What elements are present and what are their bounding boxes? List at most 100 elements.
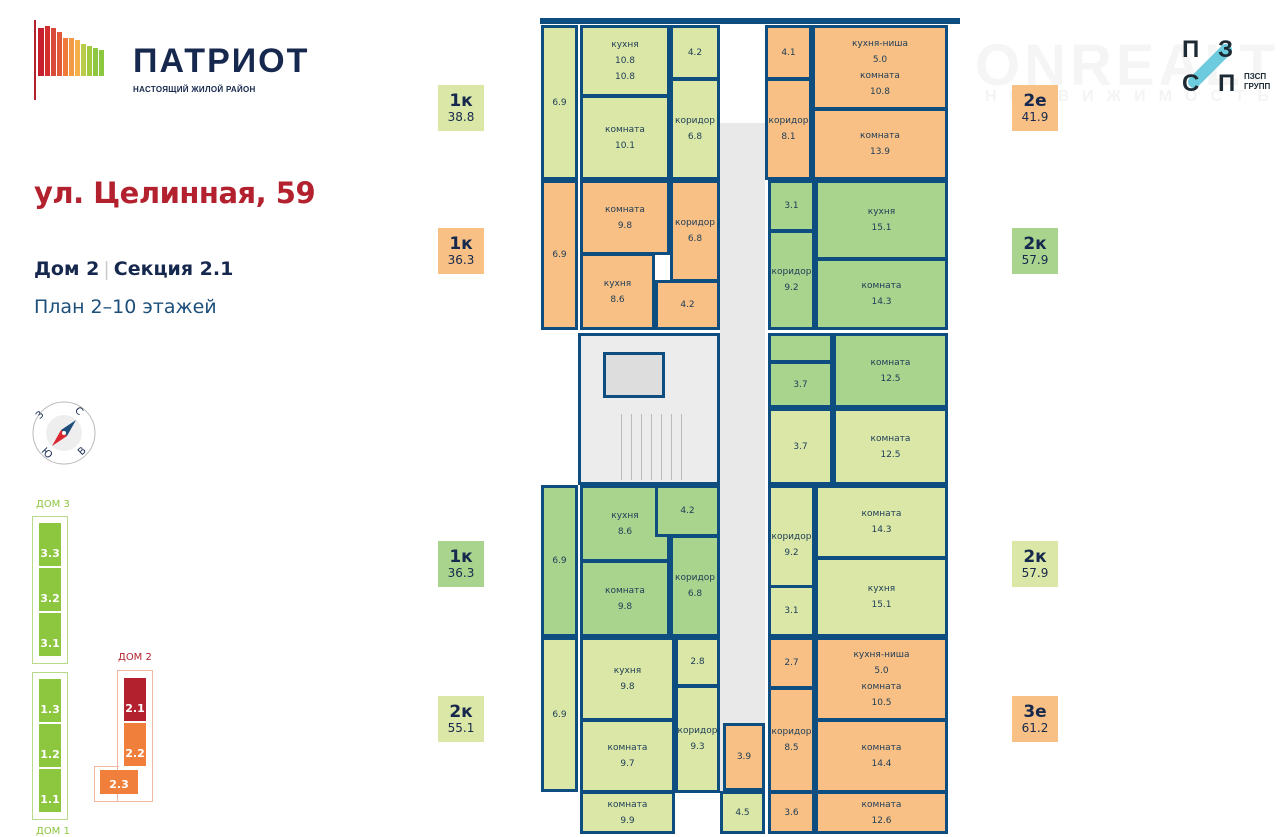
brand-name: ПАТРИОТ [133, 42, 310, 80]
room-area: 10.8 [614, 56, 636, 66]
bathroom[interactable]: 4.2 [655, 280, 720, 330]
block-3-2[interactable]: 3.2 [39, 568, 61, 611]
room-area: 9.7 [620, 759, 635, 769]
unit-area: 55.1 [447, 721, 475, 735]
room-area: 5.0 [872, 54, 888, 65]
room-name: коридор [771, 532, 812, 542]
room-area: 6.8 [687, 589, 703, 599]
unit-area: 57.9 [1021, 566, 1049, 580]
unit-area: 36.3 [447, 253, 475, 267]
common-corridor [720, 123, 765, 834]
address-title: ул. Целинная, 59 [34, 176, 316, 210]
bathroom[interactable]: 3.1 [768, 585, 815, 637]
room-name: комната [861, 743, 902, 753]
unit-area: 61.2 [1021, 721, 1049, 735]
room[interactable]: комната 9.9 [580, 791, 675, 834]
block-1-1[interactable]: 1.1 [39, 769, 61, 812]
room-area: 6.9 [552, 97, 567, 108]
room-name: коридор [771, 267, 812, 277]
room-name: комната [607, 799, 648, 810]
room-area: 12.6 [871, 815, 892, 826]
block-2-1-current[interactable]: 2.1 [124, 678, 146, 721]
bathroom[interactable]: 4.2 [655, 485, 720, 537]
room-area: 6.9 [552, 709, 567, 720]
bathroom[interactable]: 3.1 [768, 180, 815, 232]
balcony[interactable]: 6.9 [541, 637, 578, 792]
room-name: кухня [611, 40, 639, 50]
unit-area: 57.9 [1021, 253, 1049, 267]
closet[interactable]: 3.9 [723, 723, 765, 791]
bathroom[interactable]: 4.5 [720, 791, 765, 834]
block-3-3[interactable]: 3.3 [39, 523, 61, 566]
bathroom[interactable]: 2.8 [675, 637, 720, 687]
room-area: 4.5 [735, 807, 750, 818]
balcony[interactable]: 6.9 [541, 485, 578, 637]
room-area: 9.9 [620, 815, 635, 826]
kitchen[interactable]: кухня 10.8 10.8 [580, 25, 670, 97]
room-name: коридор [675, 218, 715, 228]
room[interactable]: комната 9.7 [580, 719, 675, 793]
house2-label: ДОМ 2 [118, 652, 152, 663]
room-area-2: 10.8 [614, 72, 636, 82]
room-area: 3.1 [784, 201, 799, 211]
bathroom[interactable]: 3.7 [768, 361, 833, 408]
bathroom[interactable]: 4.2 [670, 25, 720, 80]
balcony[interactable]: 6.9 [541, 180, 578, 330]
balcony[interactable]: 6.9 [541, 25, 578, 180]
house-section: Дом 2|Секция 2.1 [34, 258, 234, 280]
outer-wall [540, 18, 960, 24]
block-3-1[interactable]: 3.1 [39, 613, 61, 656]
bathroom[interactable]: 2.7 [768, 637, 815, 689]
block-2-2[interactable]: 2.2 [124, 723, 146, 766]
room-name: кухня [603, 278, 632, 289]
room-area: 9.3 [690, 742, 705, 752]
room-name: кухня [611, 510, 639, 521]
room-area: 8.5 [784, 743, 799, 753]
hallway[interactable]: коридор 9.3 [675, 685, 720, 793]
developer-name-line2: ГРУПП [1244, 82, 1271, 91]
room-area: 12.5 [880, 449, 901, 460]
room-area: 5.0 [874, 666, 889, 676]
room-name: коридор [677, 726, 718, 736]
block-1-2[interactable]: 1.2 [39, 724, 61, 767]
room[interactable]: комната 12.5 [833, 408, 948, 485]
block-1-3[interactable]: 1.3 [39, 679, 61, 722]
bathroom[interactable]: 3.7 [768, 408, 833, 485]
block-2-3[interactable]: 2.3 [100, 770, 138, 794]
bathroom[interactable]: 4.1 [765, 25, 812, 80]
room-name: комната [870, 433, 911, 444]
room-name: комната [607, 743, 648, 753]
floors-subtitle: План 2–10 этажей [34, 296, 217, 318]
hallway[interactable] [768, 333, 833, 363]
bathroom[interactable]: 3.6 [768, 791, 815, 834]
